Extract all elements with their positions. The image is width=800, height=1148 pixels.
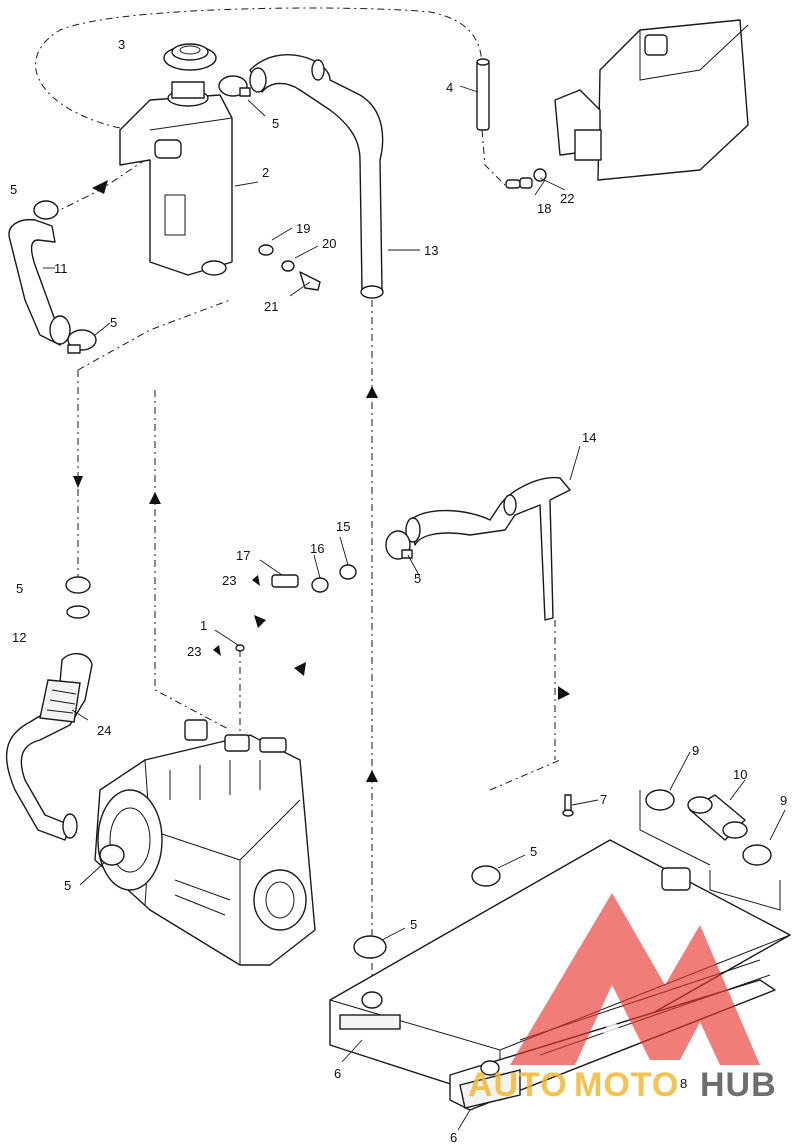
callout-5: 5 xyxy=(10,182,17,197)
callout-20: 20 xyxy=(322,236,336,251)
overflow-reservoir xyxy=(554,19,749,181)
tank-outlet-hose xyxy=(8,218,71,346)
watermark-auto: AUTO xyxy=(468,1066,568,1104)
callout-24: 24 xyxy=(97,723,111,738)
callout-4: 4 xyxy=(446,80,453,95)
callout-5: 5 xyxy=(272,116,279,131)
bracket-outline xyxy=(639,790,781,911)
watermark-hub: HUB xyxy=(700,1066,777,1104)
hose-clamp xyxy=(65,576,91,619)
callout-18: 18 xyxy=(537,201,551,216)
callout-17: 17 xyxy=(236,548,250,563)
flow-arrow xyxy=(149,492,161,504)
joiner-hose xyxy=(687,794,748,841)
callout-12: 12 xyxy=(12,630,26,645)
callout-3: 3 xyxy=(118,37,125,52)
radiator-cap xyxy=(163,43,217,71)
leader-lines xyxy=(43,85,786,1131)
callout-5: 5 xyxy=(110,315,117,330)
callout-23: 23 xyxy=(187,644,201,659)
upper-radiator-hose xyxy=(249,54,384,299)
outlet-hose xyxy=(405,476,571,621)
callout-5: 5 xyxy=(16,581,23,596)
bleed-screw xyxy=(562,794,574,817)
hose-joiner xyxy=(39,679,81,723)
callout-10: 10 xyxy=(733,767,747,782)
callout-19: 19 xyxy=(296,221,310,236)
flow-arrow xyxy=(366,770,378,782)
callout-13: 13 xyxy=(424,243,438,258)
callout-9: 9 xyxy=(692,743,699,758)
vent-hose xyxy=(476,58,490,131)
hose-clamp xyxy=(99,844,125,866)
callout-6: 6 xyxy=(334,1066,341,1081)
hose-clamp xyxy=(33,200,97,354)
watermark-triangle-icon xyxy=(510,893,760,1065)
callout-1: 1 xyxy=(200,618,207,633)
callout-16: 16 xyxy=(310,541,324,556)
callout-7: 7 xyxy=(600,792,607,807)
callout-15: 15 xyxy=(336,519,350,534)
flow-arrow xyxy=(92,180,108,194)
callout-23: 23 xyxy=(222,573,236,588)
flow-arrow xyxy=(294,662,306,676)
flow-arrow xyxy=(254,615,266,628)
watermark-moto: MOTO xyxy=(574,1066,679,1104)
thermostat-fittings xyxy=(213,564,357,656)
callout-14: 14 xyxy=(582,430,596,445)
callout-5: 5 xyxy=(64,878,71,893)
callout-5: 5 xyxy=(410,917,417,932)
callout-11: 11 xyxy=(54,261,68,276)
hose-clamp xyxy=(218,75,251,97)
callout-labels: 3 4 5 5 5 2 19 20 21 13 11 22 18 14 15 1… xyxy=(10,37,787,1145)
temperature-sensor-parts xyxy=(258,244,321,291)
callout-5: 5 xyxy=(530,844,537,859)
callout-21: 21 xyxy=(264,299,278,314)
flow-arrow xyxy=(366,386,378,398)
hose-clamp xyxy=(353,789,772,959)
callout-2: 2 xyxy=(262,165,269,180)
callout-9: 9 xyxy=(780,793,787,808)
small-fittings xyxy=(505,168,547,189)
expansion-tank xyxy=(119,81,233,276)
callout-6: 6 xyxy=(450,1130,457,1145)
hose-clamp xyxy=(385,530,413,560)
callout-22: 22 xyxy=(560,191,574,206)
callout-8: 8 xyxy=(680,1076,687,1091)
engine-block xyxy=(94,719,316,966)
flow-arrows xyxy=(73,180,570,964)
watermark-logo: AUTO MOTO HUB xyxy=(468,893,777,1104)
callout-5: 5 xyxy=(414,571,421,586)
flow-arrow xyxy=(558,686,570,700)
flow-arrow xyxy=(73,476,83,488)
